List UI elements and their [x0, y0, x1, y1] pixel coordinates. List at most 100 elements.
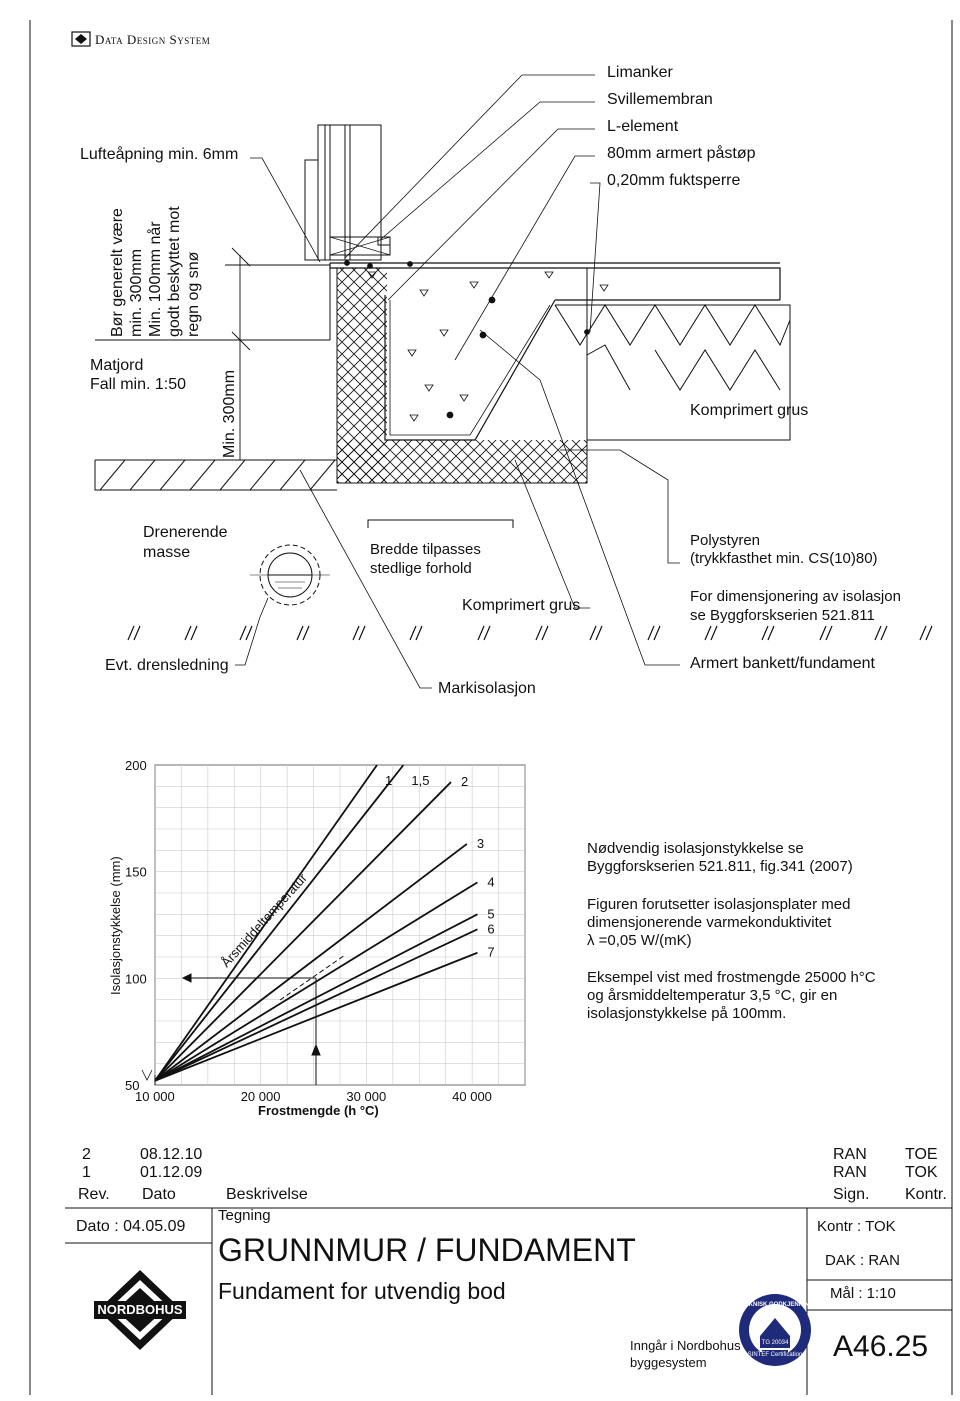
- rev-2-number: 2: [82, 1146, 91, 1163]
- bor-line-2: min. 300mm: [128, 248, 145, 337]
- height-dimension: [195, 247, 330, 460]
- leader-lines: [235, 74, 680, 689]
- note2-line-2: dimensjonerende varmekonduktivitet: [587, 914, 832, 931]
- drawing-title: GRUNNMUR / FUNDAMENT: [218, 1232, 636, 1268]
- note3-line-1: Eksempel vist med frostmengde 25000 h°C: [587, 969, 876, 986]
- note1-line-2: Byggforskserien 521.811, fig.341 (2007): [587, 858, 853, 875]
- label-bankett: Armert bankett/fundament: [690, 655, 875, 672]
- label-dimensjonering: For dimensjonering av isolasjon se Byggf…: [690, 587, 901, 625]
- x-tick-label: 10 000: [135, 1089, 175, 1104]
- series-label-7: 7: [487, 945, 494, 960]
- series-label-5: 5: [487, 906, 494, 921]
- inngaar-line-1: Inngår i Nordbohus: [630, 1338, 741, 1353]
- nordbohus-logo-text: NORDBOHUS: [97, 1302, 183, 1317]
- series-label-3: 3: [477, 836, 484, 851]
- chart-note-1: Nødvendig isolasjonstykkelse se Byggfors…: [587, 840, 853, 876]
- label-limanker: Limanker: [607, 64, 673, 81]
- bor-line-5: regn og snø: [185, 251, 202, 337]
- header-rev: Rev.: [78, 1186, 110, 1203]
- data-design-system-logo: [71, 31, 91, 47]
- header-beskrivelse: Beskrivelse: [226, 1186, 308, 1203]
- dak-field: DAK : RAN: [825, 1252, 901, 1269]
- series-line-1: [154, 764, 378, 1082]
- rev-1-sign: RAN: [833, 1164, 867, 1181]
- chart-note-2: Figuren forutsetter isolasjonsplater med…: [587, 896, 850, 950]
- bor-line-4: godt beskyttet mot: [166, 206, 183, 337]
- badge-bottom-text: SINTEF Certification: [747, 1352, 803, 1358]
- label-matjord: Matjord Fall min. 1:50: [90, 356, 186, 394]
- chart-note-3: Eksempel vist med frostmengde 25000 h°C …: [587, 969, 876, 1023]
- polystyren-line-1: Polystyren: [690, 532, 761, 549]
- note3-line-3: isolasjonstykkelse på 100mm.: [587, 1005, 787, 1022]
- label-lufteapning: Lufteåpning min. 6mm: [80, 146, 239, 163]
- foundation-ground-hatch: [127, 625, 933, 641]
- note3-line-2: og årsmiddeltemperatur 3,5 °C, gir en: [587, 987, 838, 1004]
- series-label-4: 4: [487, 874, 494, 889]
- markisolasjon-hatch: [337, 440, 587, 483]
- width-bracket: [367, 519, 514, 528]
- y-tick-label: 200: [125, 758, 147, 773]
- kontr-field: Kontr : TOK: [817, 1218, 896, 1235]
- label-svillemembran: Svillemembran: [607, 91, 713, 108]
- label-komprimert-grus-right: Komprimert grus: [690, 402, 809, 419]
- rev-1-number: 1: [82, 1164, 91, 1181]
- chart-ylabel: Isolasjonstykkelse (mm): [108, 856, 123, 995]
- x-tick-label: 20 000: [241, 1089, 281, 1104]
- series-label-1,5: 1,5: [411, 773, 429, 788]
- drawing-number: A46.25: [833, 1330, 929, 1363]
- polystyren-line-2: (trykkfasthet min. CS(10)80): [690, 550, 878, 567]
- label-l-element: L-element: [607, 118, 679, 135]
- inngaar-text: Inngår i Nordbohus byggesystem: [630, 1337, 741, 1371]
- label-fuktsperre: 0,20mm fuktsperre: [607, 172, 741, 189]
- chart-xlabel: Frostmengde (h °C): [258, 1103, 379, 1118]
- label-polystyren: Polystyren (trykkfasthet min. CS(10)80): [690, 532, 878, 568]
- bredde-line-1: Bredde tilpasses: [370, 541, 481, 558]
- label-markisolasjon: Markisolasjon: [438, 680, 536, 697]
- label-paastop: 80mm armert påstøp: [607, 145, 756, 162]
- title-block-lines: [65, 1207, 952, 1395]
- header-kontr: Kontr.: [905, 1186, 947, 1203]
- y-tick-label: 50: [125, 1078, 139, 1093]
- matjord-line-2: Fall min. 1:50: [90, 376, 187, 393]
- concrete-aggregate: [344, 260, 609, 422]
- series-label-1: 1: [385, 773, 392, 788]
- rev-1-kontr: TOK: [905, 1164, 938, 1181]
- rev-2-kontr: TOE: [905, 1146, 938, 1163]
- label-bredde: Bredde tilpasses stedlige forhold: [370, 540, 481, 578]
- note2-line-1: Figuren forutsetter isolasjonsplater med: [587, 896, 851, 913]
- series-line-2: [154, 781, 452, 1082]
- label-drensledning: Evt. drensledning: [105, 657, 229, 674]
- drenerende-line-1: Drenerende: [143, 524, 228, 541]
- drawing-date: Dato : 04.05.09: [76, 1218, 186, 1235]
- bor-line-1: Bør generelt være: [109, 208, 126, 337]
- scale-field: Mål : 1:10: [830, 1285, 896, 1302]
- badge-number: TG 20034: [761, 1340, 789, 1346]
- header-dato: Dato: [142, 1186, 176, 1203]
- ground-surface: [94, 268, 337, 491]
- tegning-label: Tegning: [218, 1207, 271, 1224]
- drenerende-line-2: masse: [143, 544, 191, 561]
- note1-line-1: Nødvendig isolasjonstykkelse se: [587, 840, 804, 857]
- label-drenerende: Drenerende masse: [143, 523, 228, 563]
- series-line-1,5: [154, 764, 405, 1082]
- example-guide: [141, 954, 346, 1085]
- certification-badge-icon: [739, 1294, 811, 1366]
- matjord-line-1: Matjord: [90, 357, 144, 374]
- bor-line-3: Min. 100mm når: [147, 221, 164, 337]
- wall-element: [304, 124, 391, 261]
- label-bor-generelt: Bør generelt være min. 300mm Min. 100mm …: [108, 206, 203, 337]
- label-min300: Min. 300mm: [221, 369, 238, 458]
- y-tick-label: 100: [125, 971, 147, 986]
- nordbohus-logo: [94, 1270, 186, 1350]
- header-sign: Sign.: [833, 1186, 870, 1203]
- series-line-3: [154, 843, 468, 1082]
- compacted-gravel: [554, 304, 791, 441]
- bredde-line-2: stedlige forhold: [370, 560, 472, 577]
- drawing-subtitle: Fundament for utvendig bod: [218, 1278, 506, 1304]
- rev-2-sign: RAN: [833, 1146, 867, 1163]
- dimensjonering-line-2: se Byggforskserien 521.811: [690, 607, 875, 624]
- x-tick-label: 30 000: [346, 1089, 386, 1104]
- dimensjonering-line-1: For dimensjonering av isolasjon: [690, 588, 901, 605]
